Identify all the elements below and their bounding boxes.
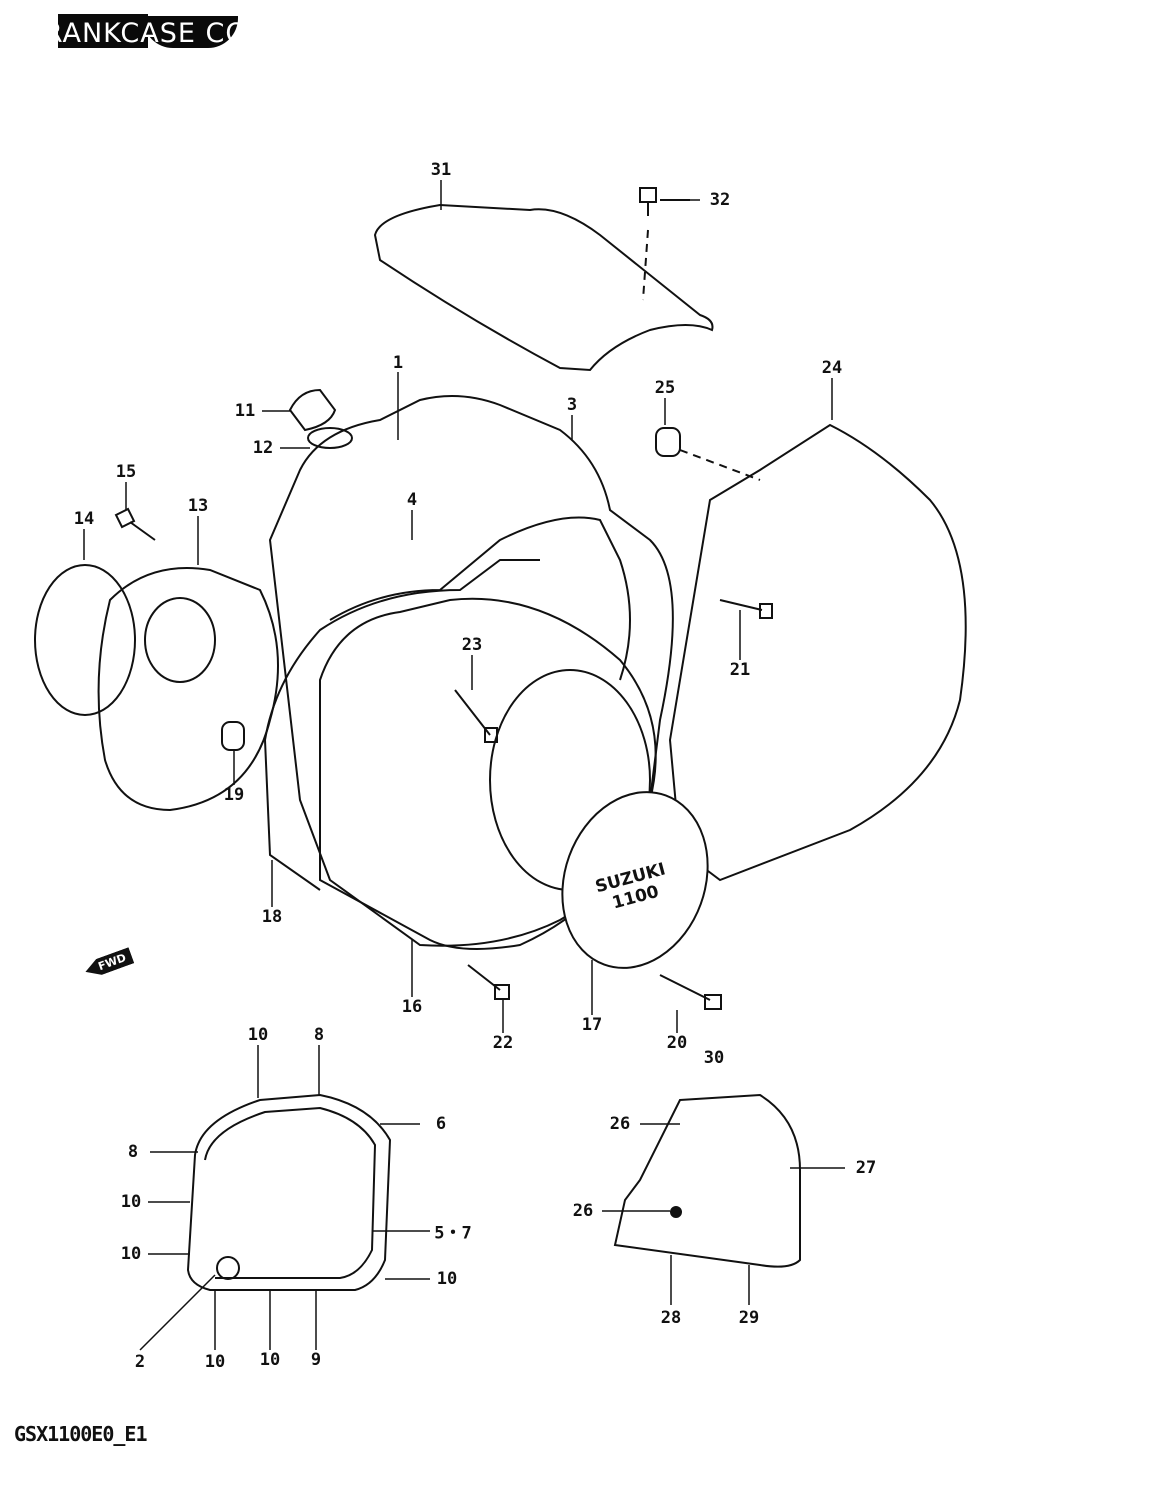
callout-8: 8 bbox=[313, 1025, 325, 1045]
callout-26: 26 bbox=[609, 1114, 631, 1134]
part-22-bolt bbox=[467, 964, 510, 1000]
part-17-badge-cover bbox=[561, 791, 709, 969]
callout-13: 13 bbox=[187, 496, 209, 516]
leader-lines bbox=[83, 180, 845, 1351]
part-20-bolt bbox=[659, 974, 722, 1010]
part-14-cover bbox=[34, 564, 136, 716]
callout-22: 22 bbox=[492, 1033, 514, 1053]
callout-21: 21 bbox=[729, 660, 751, 680]
part-18-gasket bbox=[264, 559, 540, 891]
callout-10: 10 bbox=[436, 1269, 458, 1289]
callout-10: 10 bbox=[120, 1244, 142, 1264]
callout-6: 6 bbox=[435, 1114, 447, 1134]
generator-cover bbox=[319, 597, 657, 950]
callout-29: 29 bbox=[738, 1308, 760, 1328]
callout-10: 10 bbox=[120, 1192, 142, 1212]
callout-25: 25 bbox=[654, 378, 676, 398]
callout-12: 12 bbox=[252, 438, 274, 458]
part-19-dowel bbox=[221, 721, 245, 751]
callout-23: 23 bbox=[461, 635, 483, 655]
callout-9: 9 bbox=[310, 1350, 322, 1370]
callout-5-7: 5・7 bbox=[434, 1223, 472, 1244]
callout-20: 20 bbox=[666, 1033, 688, 1053]
part-15-bolt bbox=[114, 507, 156, 541]
callout-4: 4 bbox=[406, 490, 418, 510]
callout-16: 16 bbox=[401, 997, 423, 1017]
callout-10: 10 bbox=[204, 1352, 226, 1372]
callout-18: 18 bbox=[261, 907, 283, 927]
part-23-bolt bbox=[454, 689, 498, 743]
callout-32: 32 bbox=[709, 190, 731, 210]
callout-14: 14 bbox=[73, 509, 95, 529]
callout-17: 17 bbox=[581, 1015, 603, 1035]
part-1-crankcase bbox=[268, 395, 674, 947]
callout-31: 31 bbox=[430, 160, 452, 180]
callout-24: 24 bbox=[821, 358, 843, 378]
callout-11: 11 bbox=[234, 401, 256, 421]
part-32-bolt bbox=[639, 187, 690, 216]
callout-10: 10 bbox=[247, 1025, 269, 1045]
lower-gasket-right bbox=[613, 1093, 801, 1268]
part-25-dowel bbox=[655, 427, 681, 457]
callout-2: 2 bbox=[134, 1352, 146, 1372]
part-3-gasket bbox=[329, 516, 631, 681]
part-31-cover-plate bbox=[373, 203, 714, 372]
part-13-cover bbox=[97, 567, 279, 812]
callout-28: 28 bbox=[660, 1308, 682, 1328]
callout-8: 8 bbox=[127, 1142, 139, 1162]
callout-1: 1 bbox=[392, 353, 404, 373]
callout-3: 3 bbox=[566, 395, 578, 415]
part-11-cap bbox=[288, 388, 337, 432]
model-code: GSX1100E0_E1 bbox=[14, 1422, 147, 1446]
callout-27: 27 bbox=[855, 1158, 877, 1178]
callout-26: 26 bbox=[572, 1201, 594, 1221]
callout-19: 19 bbox=[223, 785, 245, 805]
callout-15: 15 bbox=[115, 462, 137, 482]
callout-30: 30 bbox=[703, 1048, 725, 1068]
callout-10: 10 bbox=[259, 1350, 281, 1370]
part-12-oring bbox=[307, 427, 353, 449]
part-24-cover bbox=[668, 423, 967, 882]
diagram-title-text: CRANKCASE COVER bbox=[24, 18, 305, 49]
lower-gasket-left bbox=[186, 1093, 392, 1291]
part-21-bolt bbox=[719, 599, 773, 619]
